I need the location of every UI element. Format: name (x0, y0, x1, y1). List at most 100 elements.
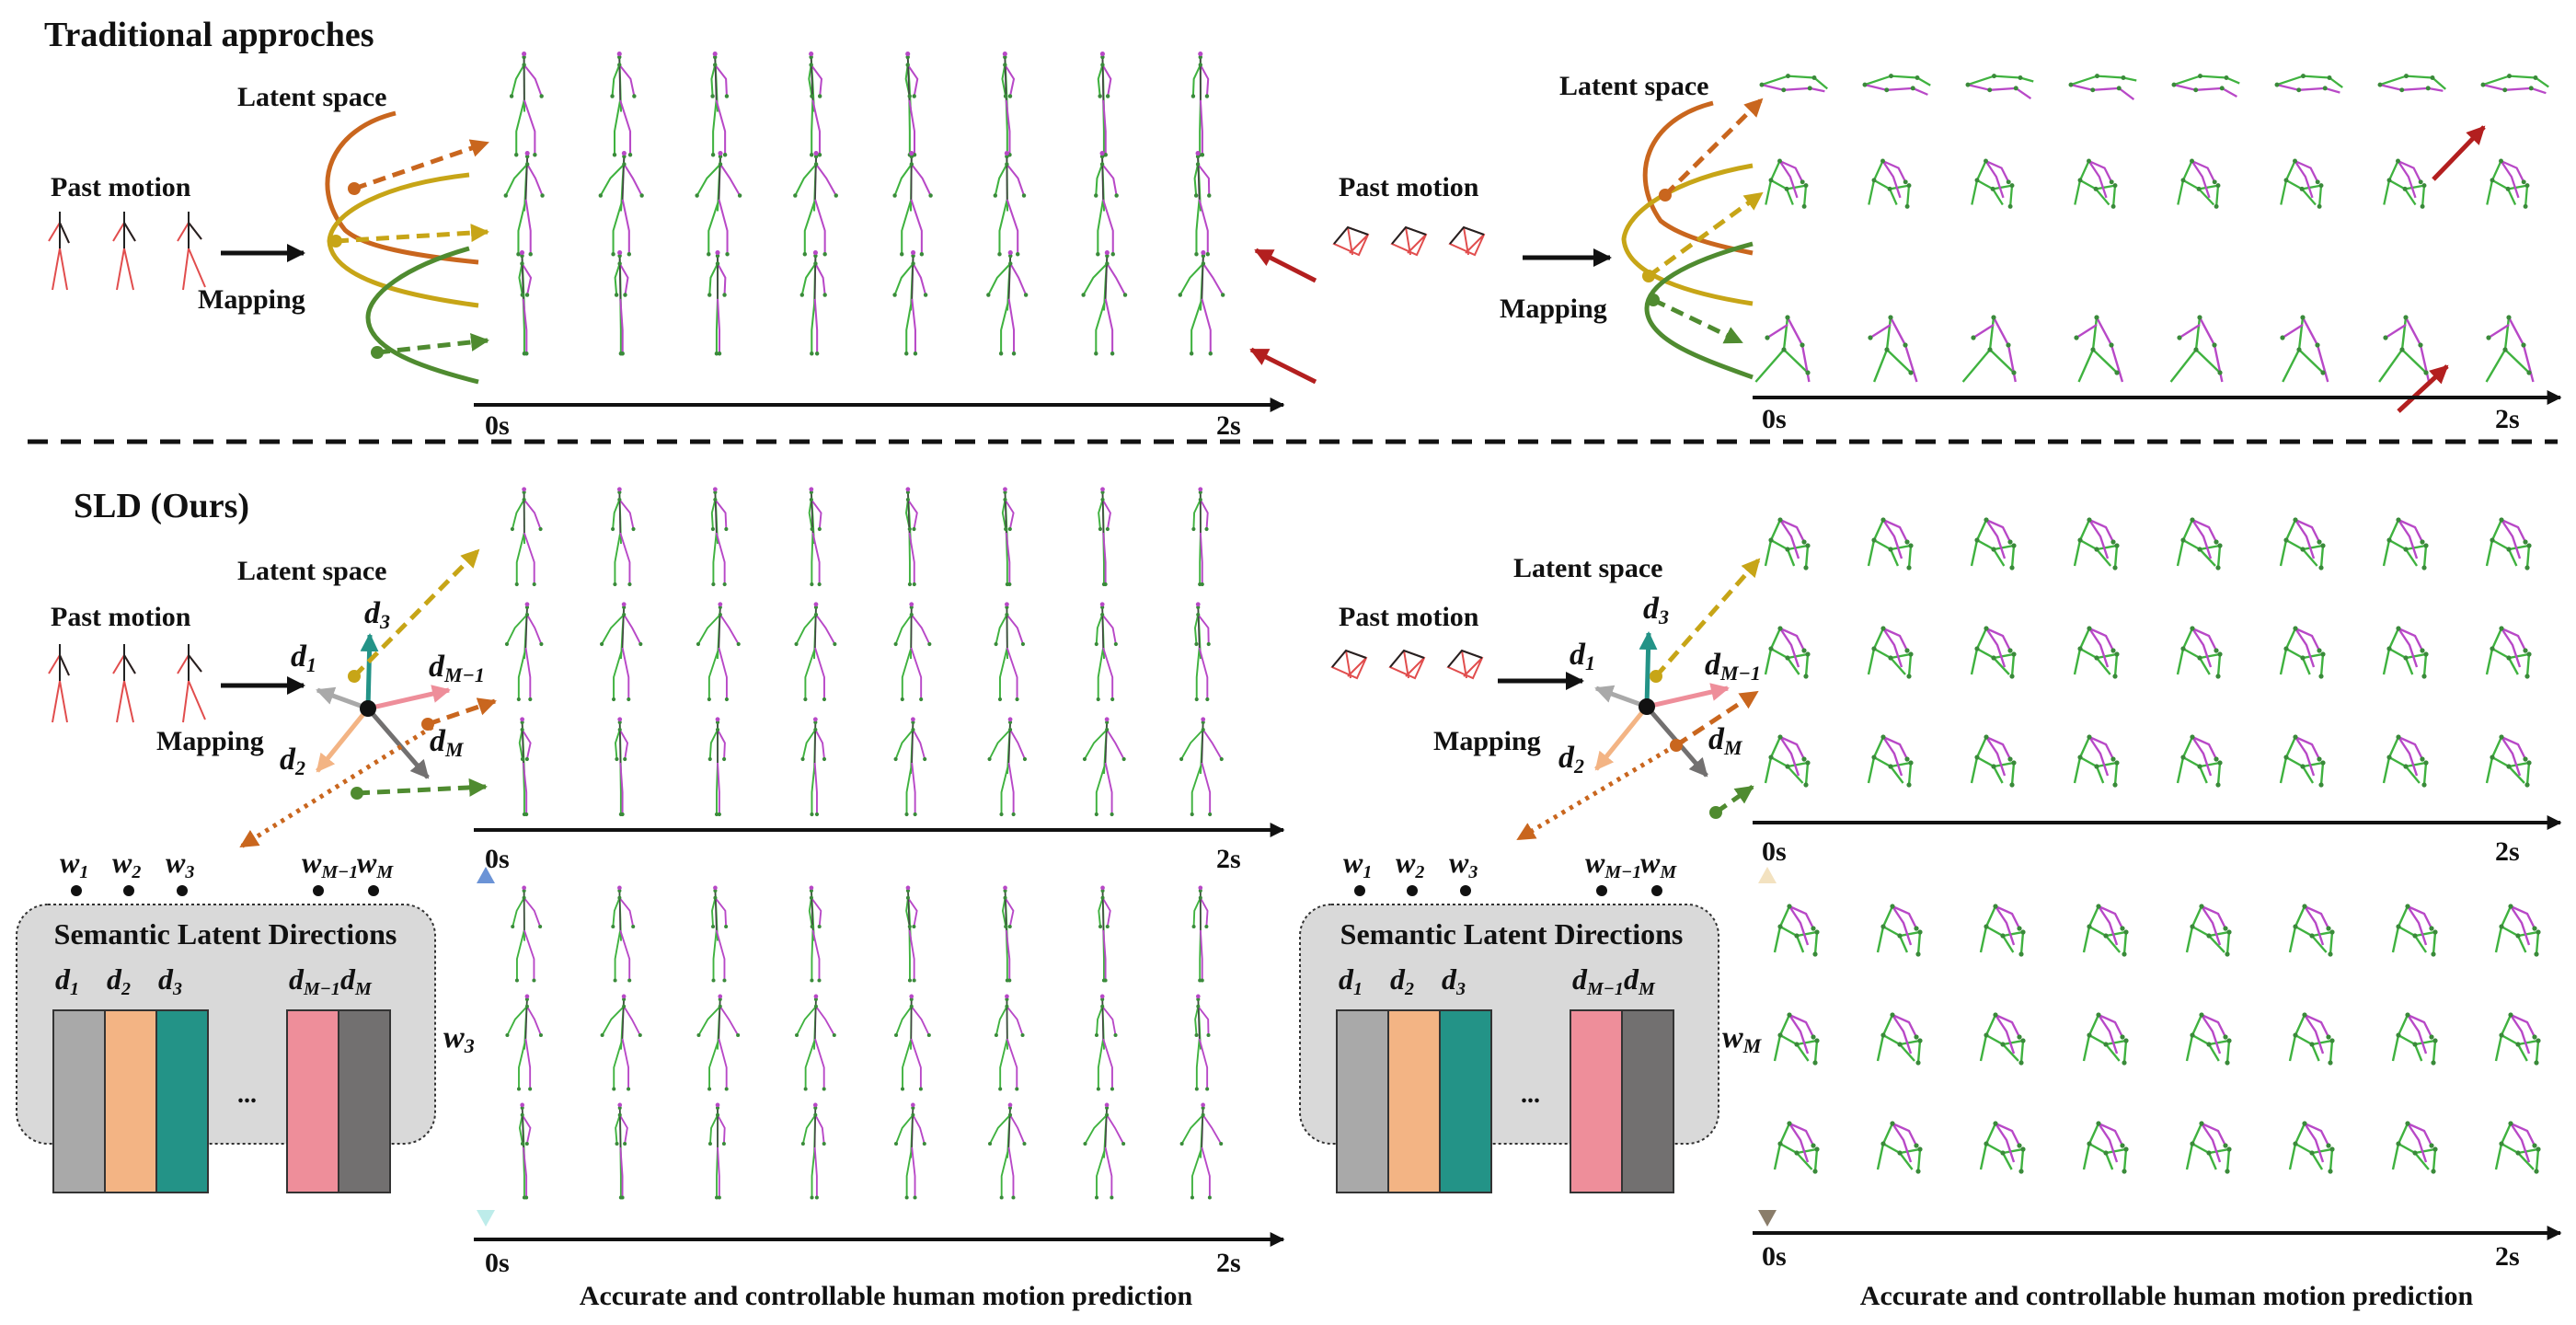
svg-text:dM: dM (430, 724, 465, 761)
direction-label: d (364, 596, 381, 630)
weight-label: w2 (112, 846, 141, 882)
direction-subscript: M−1 (1586, 979, 1624, 999)
highlight-arrow (1254, 248, 1317, 283)
highlight-arrow (2397, 364, 2449, 413)
direction-subscript: M−1 (303, 979, 340, 999)
skeleton-figure (2279, 517, 2326, 570)
skeleton-figure (1193, 151, 1212, 257)
weight-symbol: w (302, 846, 322, 879)
weight-dot (1354, 885, 1365, 896)
skeleton-figure (600, 602, 643, 702)
svg-text:d1: d1 (1570, 638, 1595, 674)
weight-label: w3 (166, 846, 194, 882)
direction-label: d (1570, 638, 1586, 672)
skeleton-figure (503, 151, 545, 257)
past-motion-skeleton (177, 212, 206, 291)
direction-subscript: 1 (306, 653, 316, 676)
skeleton-figure (892, 250, 928, 356)
skeleton-figure (1764, 517, 1811, 570)
semantic-box-title: Semantic Latent Directions (1340, 917, 1684, 951)
weight-label: wM (1640, 846, 1677, 882)
direction-bar (1621, 1009, 1674, 1193)
skeleton-figure (1190, 52, 1210, 157)
direction-label: d (429, 650, 445, 684)
latent-direction-star (239, 548, 497, 849)
time-start-label: 0s (485, 410, 510, 441)
weight-symbol: w (112, 846, 132, 879)
skeleton-figure (2073, 626, 2120, 679)
skeleton-figure (2073, 517, 2120, 570)
skeleton-figure (1082, 717, 1126, 817)
weight-axis-arrowhead (477, 1210, 495, 1227)
skeleton-figure (1876, 1121, 1923, 1174)
skeleton-figure (892, 151, 933, 257)
direction-label: d3 (158, 962, 182, 999)
weight-subscript: M−1 (320, 862, 358, 882)
direction-label: d2 (107, 962, 131, 999)
latent-curves-top-left (325, 110, 489, 385)
past-motion-skeletons (1330, 649, 1484, 680)
weight-dot (368, 885, 379, 896)
skeleton-figure (2288, 1121, 2335, 1174)
skeleton-figure (610, 52, 637, 157)
skeleton-figure (987, 717, 1028, 817)
skeleton-figure (905, 885, 918, 983)
direction-subscript: M (1723, 736, 1743, 759)
time-start-label: 0s (1762, 1241, 1787, 1272)
time-end-label: 2s (1216, 844, 1241, 874)
skeleton-figure (1764, 734, 1811, 788)
weight-label: w2 (1396, 846, 1424, 882)
skeleton-figure (1098, 885, 1111, 983)
weight-symbol: w (1585, 846, 1605, 879)
skeleton-figure (2185, 904, 2232, 957)
skeleton-figure (2494, 904, 2541, 957)
weight-dot (71, 885, 82, 896)
weight-dot (313, 885, 324, 896)
direction-symbol: d (289, 962, 305, 996)
skeleton-figure (2382, 734, 2429, 788)
skeleton-figure (1094, 151, 1119, 257)
past-motion-skeleton (48, 212, 70, 291)
skeleton-figure (994, 602, 1026, 702)
skeleton-figure (2391, 1121, 2438, 1174)
skeleton-figure (1179, 717, 1224, 817)
skeleton-figure (1862, 74, 1931, 96)
skeleton-figure (2378, 315, 2431, 383)
direction-symbol: d (158, 962, 174, 996)
skeleton-figure (1754, 315, 1811, 383)
skeleton-figure (518, 717, 532, 817)
figure-caption: Accurate and controllable human motion p… (1860, 1281, 2474, 1311)
skeleton-figure (1194, 994, 1211, 1091)
skeleton-figure (2169, 315, 2224, 383)
direction-label: d (1643, 592, 1660, 626)
direction-symbol: d (55, 962, 71, 996)
direction-bar (52, 1009, 106, 1193)
skeleton-figure (988, 1102, 1027, 1200)
skeleton-figure (2485, 517, 2532, 570)
weight-label: wM (357, 846, 394, 882)
skeleton-figure (511, 885, 543, 983)
skeleton-figure (1965, 74, 2034, 100)
traditional-heading: Traditional approches (44, 16, 374, 54)
skeleton-figure (707, 250, 727, 356)
direction-subscript: 2 (1573, 755, 1584, 778)
skeleton-figure (893, 602, 932, 702)
skeleton-figure (1764, 626, 1811, 679)
direction-label: dM (1624, 962, 1656, 999)
weight-dot (1407, 885, 1418, 896)
skeleton-figure (2383, 158, 2427, 209)
skeleton-figure (893, 1102, 926, 1200)
skeleton-figure (1097, 52, 1112, 157)
skeleton-figure (1001, 885, 1015, 983)
skeleton-figure (710, 487, 729, 587)
skeleton-figure (1979, 1121, 2026, 1174)
skeleton-figure (1759, 74, 1828, 93)
time-end-label: 2s (2495, 836, 2520, 867)
svg-text:d3: d3 (1643, 592, 1669, 628)
past-motion-skeleton (112, 644, 136, 723)
skeleton-figure (808, 487, 822, 587)
direction-bar (286, 1009, 339, 1193)
svg-text:dM−1: dM−1 (429, 650, 485, 686)
weight-label: w1 (60, 846, 88, 882)
skeleton-figure (2274, 74, 2343, 94)
